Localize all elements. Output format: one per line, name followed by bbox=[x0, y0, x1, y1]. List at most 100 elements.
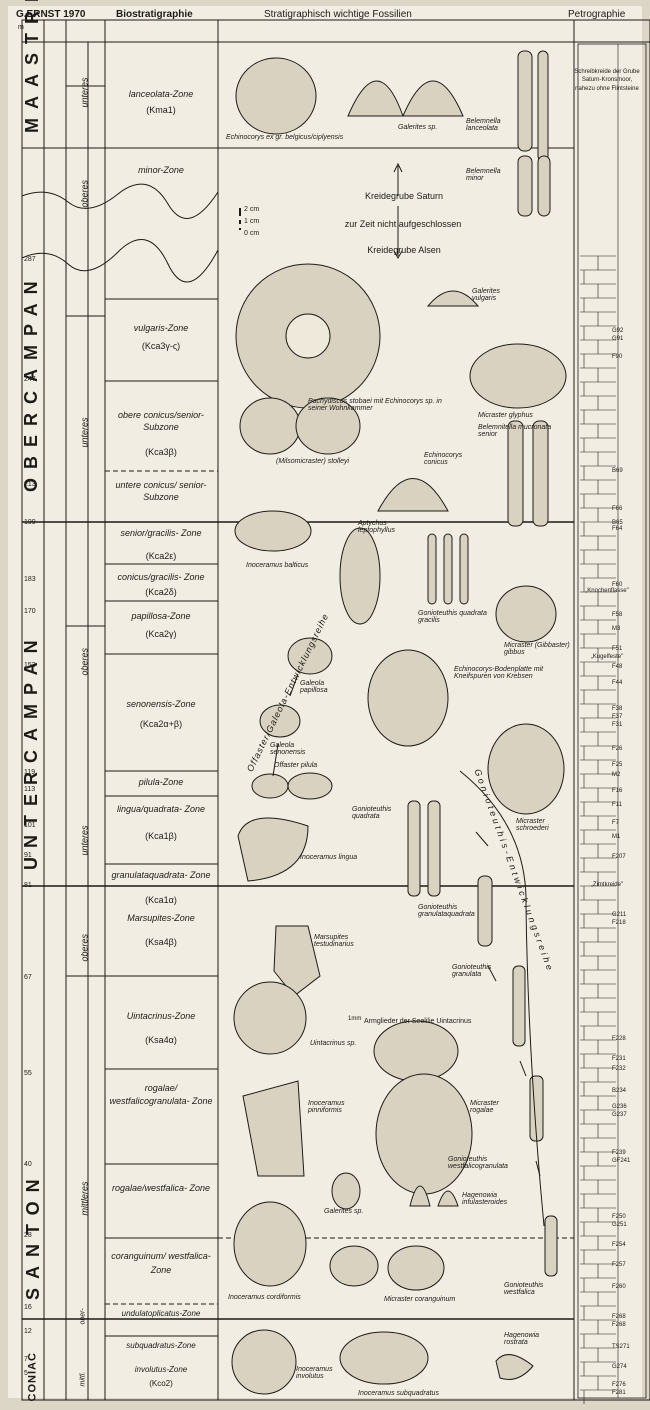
sample-label: M2 bbox=[612, 772, 620, 778]
sample-label: F239 bbox=[612, 1150, 626, 1156]
zone-name: papillosa-Zone bbox=[106, 612, 216, 621]
biostratigraphy-heading: Biostratigraphie bbox=[116, 10, 193, 20]
sample-label: F16 bbox=[612, 788, 622, 794]
fossil-caption: Inoceramus involutus bbox=[296, 1366, 346, 1380]
fossil-caption: Gonioteuthis granulata bbox=[452, 964, 512, 978]
chart-frame bbox=[8, 6, 650, 1410]
fossil-caption: Inoceramus cordiformis bbox=[228, 1294, 301, 1301]
sample-label: F48 bbox=[612, 664, 622, 670]
substage-coniac-mittl: mittl. bbox=[80, 1357, 87, 1387]
sample-label: F26 bbox=[612, 746, 622, 752]
fossil-caption: Galeola senonensis bbox=[270, 742, 320, 756]
fossil-caption: Pachydiscus stobaei mit Echinocorys sp. … bbox=[308, 398, 448, 412]
sample-label: F58 bbox=[612, 612, 622, 618]
sample-label: F38 bbox=[612, 706, 622, 712]
sample-label: B69 bbox=[612, 468, 623, 474]
fossil-caption: Inoceramus lingua bbox=[300, 854, 360, 861]
zone-code: (Kca2δ) bbox=[106, 588, 216, 597]
petrography-note: „Zimtkreide" bbox=[572, 882, 642, 888]
zone-name: minor-Zone bbox=[106, 166, 216, 175]
sample-label: F260 bbox=[612, 1284, 626, 1290]
depth-marker: 213 bbox=[24, 481, 36, 488]
zone-name: untere conicus/ senior-Subzone bbox=[106, 480, 216, 503]
sample-label: G91 bbox=[612, 336, 623, 342]
sample-label: F231 bbox=[612, 1056, 626, 1062]
fossil-caption: Galerites sp. bbox=[324, 1208, 363, 1215]
substage-obercampan-oberes: oberes bbox=[81, 158, 90, 208]
fossil-caption: Belemnella lanceolata bbox=[466, 118, 514, 132]
stage-santon: SANTON bbox=[24, 910, 42, 1300]
scale-1cm: 1 cm bbox=[244, 218, 259, 225]
fossil-caption: Echinocorys conicus bbox=[424, 452, 484, 466]
zone-code: (Kca3β) bbox=[106, 448, 216, 457]
zone-code: (Kma1) bbox=[106, 106, 216, 115]
zone-name: pilula-Zone bbox=[106, 778, 216, 787]
zone-name: lanceolata-Zone bbox=[106, 90, 216, 99]
fossil-caption: Galerites sp. bbox=[398, 124, 437, 131]
sample-label: F207 bbox=[612, 854, 626, 860]
fossil-caption: Hagenowia rostrata bbox=[504, 1332, 554, 1346]
sample-label: F7 bbox=[612, 820, 619, 826]
zone-name: involutus-Zone bbox=[106, 1366, 216, 1374]
depth-marker: 5 bbox=[24, 1370, 28, 1377]
zone-code: (Kca3γ-ς) bbox=[106, 342, 216, 351]
depth-marker: 67 bbox=[24, 974, 32, 981]
sample-label: F281 bbox=[612, 1390, 626, 1396]
sample-label: F268 bbox=[612, 1314, 626, 1320]
sample-label: GF241 bbox=[612, 1158, 630, 1164]
substage-coniac-ober: ober- bbox=[80, 1295, 87, 1325]
stage-coniac: CONIAC bbox=[28, 1312, 39, 1402]
sample-label: F25 bbox=[612, 762, 622, 768]
sample-label: F11 bbox=[612, 802, 622, 808]
sample-label: F257 bbox=[612, 1262, 626, 1268]
sample-label: F44 bbox=[612, 680, 622, 686]
sample-label: F60 bbox=[612, 582, 622, 588]
sample-label: M3 bbox=[612, 626, 620, 632]
fossil-caption: Belemnella minor bbox=[466, 168, 514, 182]
fossil-caption: Marsupites testudinarius bbox=[314, 934, 384, 948]
quarry-saturn: Kreidegrube Saturn bbox=[324, 192, 484, 201]
depth-marker: 119 bbox=[24, 769, 35, 776]
substage-santon-mittleres: mittleres bbox=[81, 1166, 90, 1216]
fossil-caption: Micraster coranguinum bbox=[384, 1296, 455, 1303]
fossil-caption: Micraster (Gibbaster) gibbus bbox=[504, 642, 570, 656]
zone-name: rogalae/ westfalicogranulata- Zone bbox=[106, 1082, 216, 1107]
zone-name: senior/gracilis- Zone bbox=[106, 528, 216, 540]
zone-name: lingua/quadrata- Zone bbox=[106, 804, 216, 816]
zone-name: rogalae/westfalica- Zone bbox=[106, 1182, 216, 1195]
sample-label: G211 bbox=[612, 912, 626, 918]
sample-label: F37 bbox=[612, 714, 622, 720]
fossil-caption: Gonioteuthis westfalica bbox=[504, 1282, 564, 1296]
scale-1mm: 1mm bbox=[348, 1016, 361, 1022]
depth-marker: 199 bbox=[24, 519, 36, 526]
fossil-caption: Galeola papillosa bbox=[300, 680, 350, 694]
stratigraphic-chart: G.ERNST 1970 Biostratigraphie Stratigrap… bbox=[8, 6, 642, 1398]
substage-untercampan-oberes: oberes bbox=[81, 626, 90, 676]
fossil-caption: Belemnitella mucronata senior bbox=[478, 424, 558, 438]
depth-marker: 12 bbox=[24, 1328, 32, 1335]
zone-code: (Ksa4β) bbox=[106, 938, 216, 947]
quarry-not-exposed: zur Zeit nicht aufgeschlossen bbox=[308, 220, 498, 229]
fossils-heading: Stratigraphisch wichtige Fossilien bbox=[264, 10, 412, 20]
zone-code: (Kca2α+β) bbox=[106, 720, 216, 729]
sample-label: G236 bbox=[612, 1104, 627, 1110]
sample-label: F250 bbox=[612, 1214, 626, 1220]
zone-name: obere conicus/senior-Subzone bbox=[106, 410, 216, 433]
quarry-alsen: Kreidegrube Alsen bbox=[324, 246, 484, 255]
sample-label: B234 bbox=[612, 1088, 626, 1094]
zone-code: (Ksa4α) bbox=[106, 1036, 216, 1045]
sample-label: G251 bbox=[612, 1222, 627, 1228]
depth-marker: 153 bbox=[24, 662, 36, 669]
fossil-caption: Uintacrinus sp. bbox=[310, 1040, 356, 1047]
sample-label: F66 bbox=[612, 506, 622, 512]
depth-marker: 183 bbox=[24, 576, 36, 583]
stage-maastricht: MAASTRICHT bbox=[23, 33, 41, 133]
zone-name: coranguinum/ westfalica-Zone bbox=[106, 1250, 216, 1277]
stage-obercampan: OBERCAMPAN bbox=[22, 162, 40, 492]
fossil-caption: (Milsomicraster) stolleyi bbox=[276, 458, 356, 465]
depth-marker: 81 bbox=[24, 882, 32, 889]
fossil-caption: Hagenowia infulasteroides bbox=[462, 1192, 542, 1206]
sample-label: M1 bbox=[612, 834, 620, 840]
sample-label: G274 bbox=[612, 1364, 627, 1370]
zone-name: subquadratus-Zone bbox=[106, 1342, 216, 1350]
